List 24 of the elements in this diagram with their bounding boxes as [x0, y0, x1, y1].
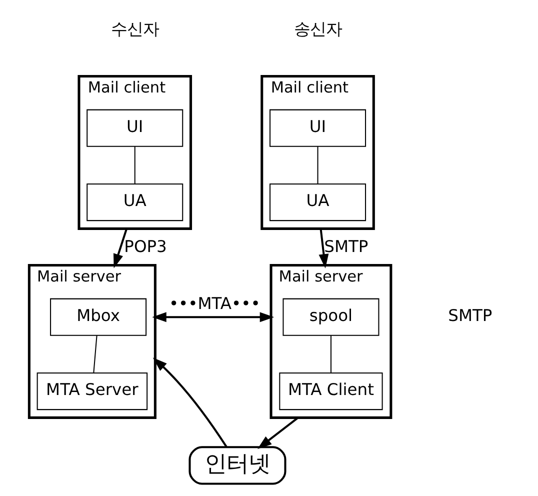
arrow — [318, 228, 328, 268]
node-box: UI — [86, 109, 183, 147]
arrow — [152, 312, 274, 322]
connector — [134, 146, 135, 184]
edge-label: SMTP — [324, 236, 368, 256]
node-box: UI — [269, 109, 366, 147]
node-box: 인터넷 — [188, 446, 286, 485]
node-box: Mbox — [50, 298, 146, 336]
edge-label: POP3 — [124, 236, 166, 256]
edge-label: •••MTA••• — [168, 294, 260, 313]
label: SMTP — [448, 306, 492, 325]
connector — [316, 146, 318, 184]
node-box: MTA Client — [278, 372, 382, 410]
arrow — [152, 358, 227, 448]
node-box: MTA Server — [36, 372, 148, 410]
node-box: UA — [269, 183, 366, 222]
connector — [330, 336, 331, 373]
arrow — [257, 416, 298, 449]
node-label: 송신자 — [293, 19, 342, 38]
node-box: spool — [282, 298, 379, 336]
connector — [92, 336, 97, 373]
arrow — [112, 228, 128, 268]
node-box: UA — [86, 183, 183, 222]
node-label: 수신자 — [110, 19, 158, 38]
